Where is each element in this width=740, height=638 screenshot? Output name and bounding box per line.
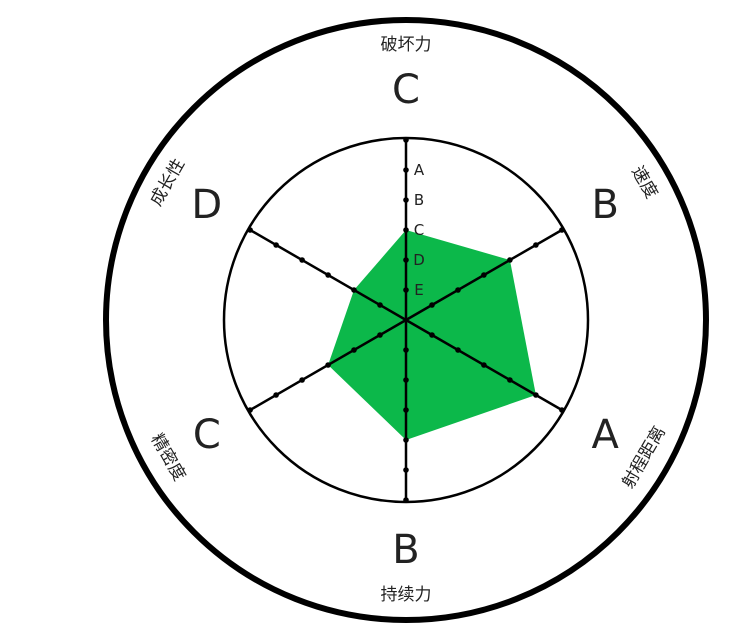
scale-label-c: C (414, 221, 424, 239)
axis-6-tick-dot (273, 242, 279, 248)
axis-6-tick-dot (325, 272, 331, 278)
axis-4-tick-dot (403, 407, 409, 413)
axis-4-tick-dot (403, 377, 409, 383)
axis-2-tick-dot (507, 257, 513, 263)
axis-1-grade: C (392, 67, 420, 113)
axis-5-tick-dot (377, 332, 383, 338)
scale-label-d: D (413, 251, 425, 269)
axis-3-tick-dot (455, 347, 461, 353)
axis-4-tick-dot (403, 347, 409, 353)
scale-label-a: A (414, 161, 425, 179)
axis-1-name: 破坏力 (381, 35, 432, 55)
axis-1-tick-dot (403, 197, 409, 203)
axis-3-grade: A (592, 412, 620, 458)
axis-4-grade: B (392, 527, 419, 573)
axis-2-tick-dot (481, 272, 487, 278)
axis-1-tick-dot (403, 137, 409, 143)
axis-6-tick-dot (377, 302, 383, 308)
axis-6-tick-dot (247, 227, 253, 233)
axis-5-grade: C (193, 412, 221, 458)
axis-2-tick-dot (429, 302, 435, 308)
axis-2-tick-dot (533, 242, 539, 248)
axis-2-grade: B (591, 182, 618, 228)
axis-3-tick-dot (429, 332, 435, 338)
axis-6-tick-dot (351, 287, 357, 293)
axis-5-tick-dot (299, 377, 305, 383)
axis-4-tick-dot (403, 467, 409, 473)
axis-1-tick-dot (403, 287, 409, 293)
axis-4-tick-dot (403, 437, 409, 443)
axis-5-tick-dot (247, 407, 253, 413)
axis-1-tick-dot (403, 167, 409, 173)
axis-4-tick-dot (403, 497, 409, 503)
axis-5-tick-dot (351, 347, 357, 353)
axis-2-tick-dot (559, 227, 565, 233)
axis-1-tick-dot (403, 257, 409, 263)
axis-3-tick-dot (507, 377, 513, 383)
axis-6-grade: D (191, 182, 222, 228)
outer-ring (103, 17, 709, 623)
axis-3-tick-dot (481, 362, 487, 368)
axis-3-tick-dot (533, 392, 539, 398)
axis-5-tick-dot (273, 392, 279, 398)
axis-5-tick-dot (325, 362, 331, 368)
axis-2-name: 速度 (627, 163, 661, 202)
axis-1-tick-dot (403, 227, 409, 233)
scale-label-b: B (414, 191, 424, 209)
axis-4-name: 持续力 (381, 585, 432, 605)
axis-2-tick-dot (455, 287, 461, 293)
scale-label-e: E (414, 281, 423, 299)
axis-6-tick-dot (299, 257, 305, 263)
axis-3-tick-dot (559, 407, 565, 413)
